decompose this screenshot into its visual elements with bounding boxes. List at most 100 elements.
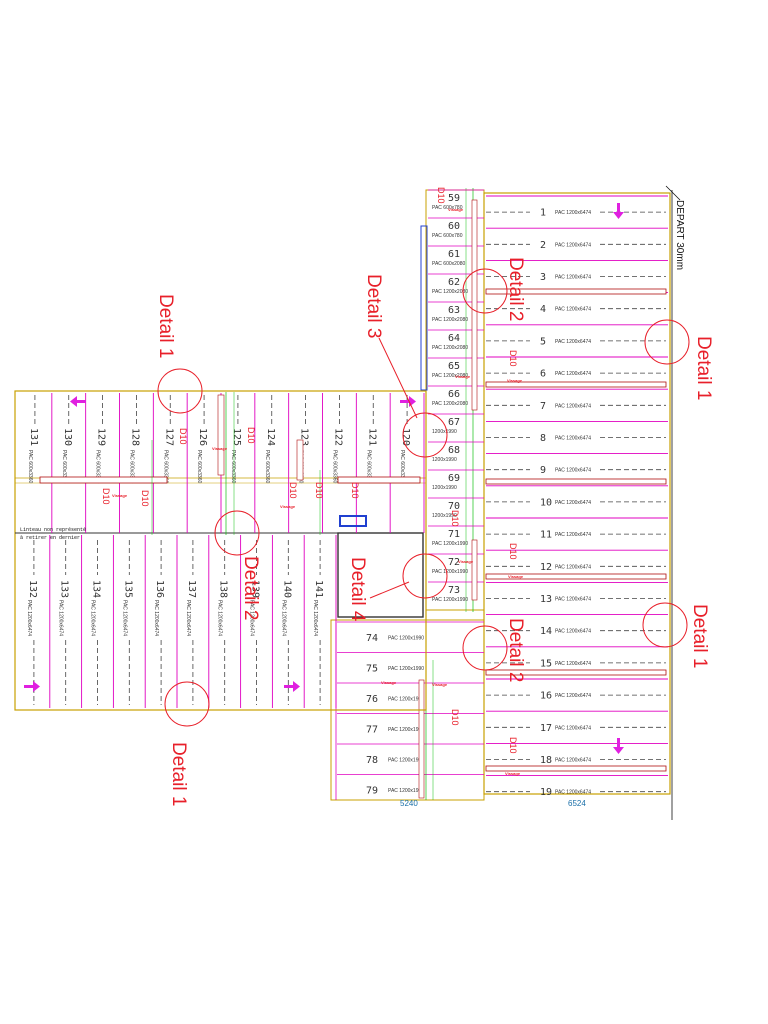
panel-size: PAC 1200x6474 xyxy=(185,600,191,636)
d10-tag: D10 xyxy=(288,482,298,499)
panel-number: 141 xyxy=(313,580,324,598)
panel-size: PAC 1200x6474 xyxy=(555,725,591,731)
panel-number: 2 xyxy=(540,240,546,251)
panel-number: 62 xyxy=(448,277,460,288)
panel-number: 77 xyxy=(366,724,378,735)
panel-number: 75 xyxy=(366,663,378,674)
panel-number: 63 xyxy=(448,305,460,316)
panel-size: PAC 1200x6474 xyxy=(217,600,223,636)
panel-number: 17 xyxy=(540,723,552,734)
vissage-tag: Vissage xyxy=(508,574,524,579)
panel-size: PAC 1200x6474 xyxy=(555,371,591,377)
panel-size: PAC 1200x1990 xyxy=(388,696,424,702)
panel-size: PAC 1200x1990 xyxy=(388,635,424,641)
vissage-tag: Vissage xyxy=(448,207,464,212)
vissage-tag: Vissage xyxy=(381,680,397,685)
panel-number: 127 xyxy=(163,428,174,446)
detail-4-box xyxy=(337,532,424,618)
panel-number: 66 xyxy=(448,389,460,400)
panel-size: PAC 600x780 xyxy=(432,233,463,239)
panel-size: PAC 600x3360 xyxy=(264,450,270,483)
panel-size: PAC 1200x6474 xyxy=(555,275,591,281)
panel-size: PAC 600x3360 xyxy=(230,450,236,483)
vissage-tag: Vissage xyxy=(212,446,228,451)
panel-size: PAC 1200x6474 xyxy=(555,790,591,796)
panel-size: 1200x1990 xyxy=(432,429,457,435)
hatched-beam xyxy=(485,288,667,772)
panel-number: 14 xyxy=(540,626,552,637)
panel-number: 69 xyxy=(448,473,460,484)
panel-size: PAC 1200x2080 xyxy=(432,289,468,295)
panel-number: 11 xyxy=(540,530,552,541)
panel-size: 1200x1990 xyxy=(432,485,457,491)
panel-number: 134 xyxy=(91,580,102,598)
d10-tag: D10 xyxy=(508,543,518,560)
panel-size: PAC 600x3360 xyxy=(399,450,405,483)
panel-size: PAC 600x2080 xyxy=(432,261,465,267)
panel-size: PAC 1200x6474 xyxy=(280,600,286,636)
panel-size: PAC 1200x6474 xyxy=(555,242,591,248)
panel-number: 12 xyxy=(540,562,552,573)
vissage-tag: Vissage xyxy=(280,504,296,509)
panel-size: PAC 1200x6474 xyxy=(121,600,127,636)
panel-number: 79 xyxy=(366,785,378,796)
d10-tag: D10 xyxy=(508,350,518,367)
d10-tag: D10 xyxy=(178,428,188,445)
detail-circles xyxy=(157,268,690,727)
panel-size: PAC 1200x6474 xyxy=(555,693,591,699)
callout-detail-4: Detail 4 xyxy=(347,557,368,622)
panel-number: 133 xyxy=(59,580,70,598)
panel-number: 15 xyxy=(540,658,552,669)
panel-number: 3 xyxy=(540,272,546,283)
panel-number: 64 xyxy=(448,333,460,344)
panel-size: PAC 1200x6474 xyxy=(90,600,96,636)
panel-size: PAC 1200x6474 xyxy=(26,600,32,636)
panel-number: 61 xyxy=(448,249,460,260)
d10-tag: D10 xyxy=(314,482,324,499)
panel-number: 6 xyxy=(540,369,546,380)
panel-number: 126 xyxy=(197,428,208,446)
d10-tag: D10 xyxy=(350,482,360,499)
panel-number: 74 xyxy=(366,633,378,644)
panel-size: PAC 1200x6474 xyxy=(555,307,591,313)
lintel-note: Linteau non représenté à retirer en dern… xyxy=(20,527,86,541)
note-line-1: Linteau non représenté xyxy=(20,527,86,533)
panel-size: 1200x1990 xyxy=(432,457,457,463)
panel-number: 9 xyxy=(540,465,546,476)
callout-detail-1-left-bottom: Detail 1 xyxy=(168,742,189,806)
panel-number: 13 xyxy=(540,594,552,605)
panel-size: PAC 1200x6474 xyxy=(555,500,591,506)
vissage-tag: Vissage xyxy=(455,374,471,379)
panel-number: 1 xyxy=(540,208,546,219)
panel-size: PAC 1200x6474 xyxy=(312,600,318,636)
panel-size: PAC 1200x2080 xyxy=(432,373,468,379)
panel-size: PAC 1200x1990 xyxy=(432,597,468,603)
panel-size: PAC 1200x1990 xyxy=(432,569,468,575)
panel-number: 68 xyxy=(448,445,460,456)
panel-number: 132 xyxy=(27,580,38,598)
panel-number: 137 xyxy=(186,580,197,598)
callout-detail-2-lower: Detail 2 xyxy=(505,618,526,682)
panel-size: PAC 600x3360 xyxy=(365,450,371,483)
panel-size: PAC 1200x6474 xyxy=(153,600,159,636)
dimension-5240: 5240 xyxy=(400,799,418,808)
panel-size: PAC 1200x6474 xyxy=(555,403,591,409)
panel-number: 8 xyxy=(540,433,546,444)
panel-size: PAC 1200x2080 xyxy=(432,345,468,351)
d10-tag: D10 xyxy=(246,427,256,444)
panel-size: PAC 1200x6474 xyxy=(555,597,591,603)
d10-tag: D10 xyxy=(436,187,446,204)
panel-number: 136 xyxy=(154,580,165,598)
depart-label: DEPART 30mm xyxy=(674,200,685,270)
panel-number: 60 xyxy=(448,221,460,232)
panel-number: 16 xyxy=(540,691,552,702)
panel-number: 129 xyxy=(96,428,107,446)
note-line-2: à retirer en dernier xyxy=(20,535,80,541)
callout-detail-2-left: Detail 2 xyxy=(240,556,261,620)
panel-number: 73 xyxy=(448,585,460,596)
panel-number: 139 xyxy=(250,580,261,598)
panel-number: 128 xyxy=(129,428,140,446)
callout-detail-1-right-bottom: Detail 1 xyxy=(689,604,710,668)
